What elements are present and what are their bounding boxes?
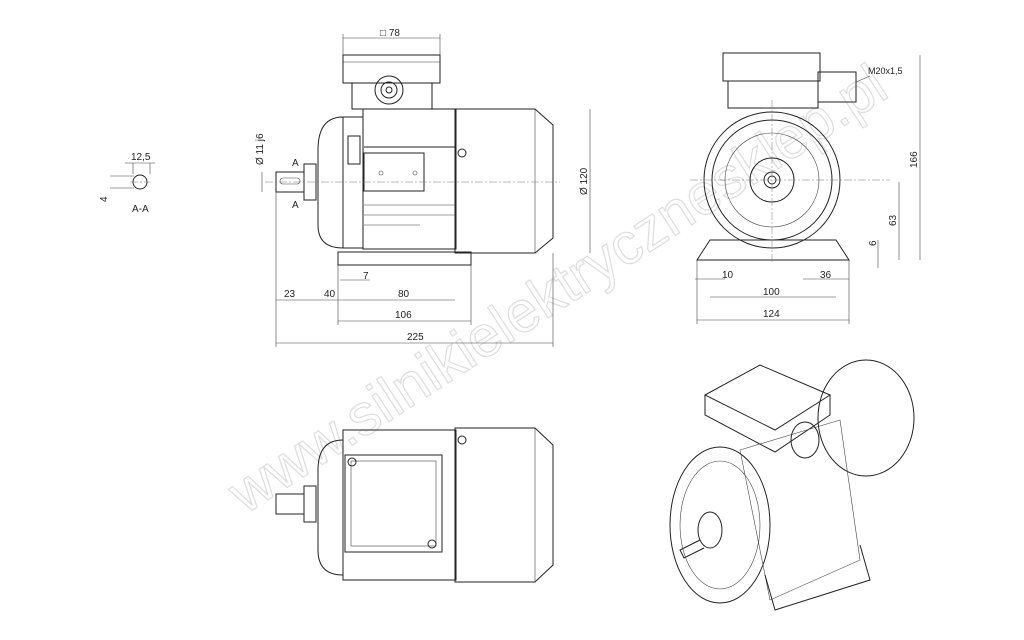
side-view: □ 78 Ø 11 j6 A A Ø 120 7 23 40 80 106 22…: [255, 28, 591, 347]
shaft-height-label: 63: [888, 214, 899, 226]
front-hole-spacing-label: 100: [763, 287, 780, 298]
section-width-label: 12,5: [131, 152, 151, 163]
foot-hole-spacing-label: 80: [398, 289, 410, 300]
foot-edge-label: 36: [820, 270, 832, 281]
section-a-a: 12,5 4 A-A: [99, 152, 155, 215]
section-marker-top: A: [292, 158, 299, 169]
foot-thickness-label: 7: [363, 271, 369, 282]
top-view: [275, 427, 554, 583]
front-view: M20x1,5 166 63 6 10 36 100 124: [690, 52, 921, 324]
watermark: www.silnikielektrycznesklep.pl: [216, 52, 898, 527]
shaft-to-foot-label: 40: [324, 289, 336, 300]
total-length-label: 225: [407, 332, 424, 343]
gland-label: M20x1,5: [868, 66, 903, 76]
body-diameter-label: Ø 120: [579, 167, 590, 195]
section-height-label: 4: [99, 196, 110, 202]
hole-diameter-label: 10: [722, 270, 734, 281]
foot-length-label: 106: [395, 310, 412, 321]
foot-height-label: 6: [868, 240, 879, 246]
shaft-length-label: 23: [284, 289, 296, 300]
foot-width-label: 124: [763, 309, 780, 320]
terminal-box-label: □ 78: [380, 28, 400, 39]
isometric-view: [669, 359, 915, 611]
shaft-diameter-label: Ø 11 j6: [255, 133, 266, 165]
total-height-label: 166: [909, 151, 920, 168]
section-title: A-A: [132, 204, 149, 215]
section-marker-bottom: A: [292, 200, 299, 211]
